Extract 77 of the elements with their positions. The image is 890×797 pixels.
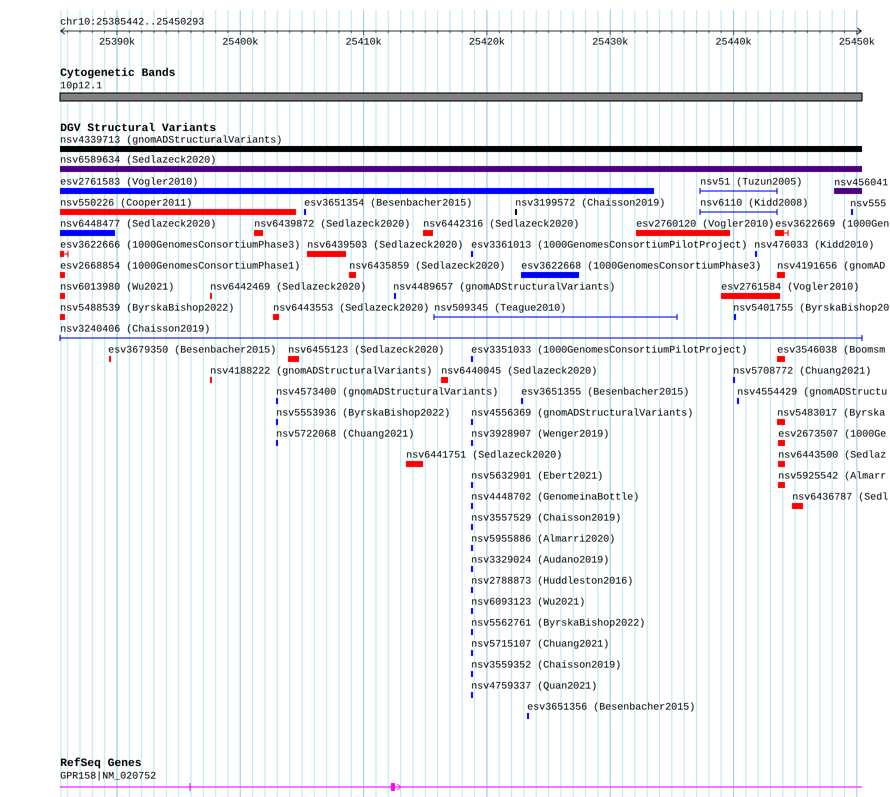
tick-label: 25450k — [840, 37, 874, 45]
variant-label: nsv6448477 (Sedlazeck2020) — [61, 219, 215, 229]
variant-label: nsv6455123 (Sedlazeck2020) — [289, 345, 443, 355]
variant-label: esv2760120 (Vogler2010) — [636, 219, 773, 229]
variant-label: esv3546038 (Boomsm — [778, 345, 885, 355]
variant-label: nsv6443553 (Sedlazeck2020) — [274, 303, 428, 313]
variant-label: nsv3557529 (Chaisson2019) — [472, 513, 620, 523]
variant-label: esv2761583 (Vogler2010) — [60, 177, 197, 187]
variant-label: nsv509345 (Teague2010) — [435, 303, 565, 313]
tick-label: 25390k — [100, 37, 134, 45]
variant-label: nsv2788873 (Huddleston2016) — [472, 576, 632, 586]
tick-label: 25430k — [592, 37, 628, 45]
variant-label: nsv5925542 (Almarr — [779, 471, 886, 481]
variant-label: nsv3928907 (Wenger2019) — [472, 429, 608, 439]
variant-label: esv3651356 (Besenbacher2015) — [528, 702, 694, 712]
variant-label: nsv550226 (Cooper2011) — [61, 198, 191, 208]
variant-label: nsv6435859 (Sedlazeck2020) — [350, 261, 504, 271]
gene-label: GPR158|NM_020752 — [60, 771, 156, 781]
variant-label: nsv5632901 (Ebert2021) — [472, 471, 602, 481]
variant-label: esv3351033 (1000GenomesConsortiumPilotProject) — [472, 345, 746, 355]
band-label: 10p12.1 — [60, 82, 102, 90]
variant-label: esv3622666 (1000GenomesConsortiumPhase3) — [60, 240, 299, 250]
tick-label: 25410k — [346, 37, 382, 45]
variant-label: nsv4759337 (Quan2021) — [472, 681, 596, 691]
variant-label: nsv4448702 (GenomeinaBottle) — [472, 492, 638, 502]
tick-label: 25440k — [716, 37, 751, 45]
variant-label: nsv5955886 (Almarri2020) — [472, 534, 614, 544]
variant-label: nsv6443500 (Sedlaz — [779, 450, 886, 460]
variant-label: nsv5401755 (ByrskaBishop20 — [734, 303, 889, 313]
variant-label: nsv5553936 (ByrskaBishop2022) — [277, 408, 449, 418]
variant-label: nsv5483017 (Byrska — [778, 408, 885, 418]
variant-label: nsv5722068 (Chuang2021) — [277, 429, 413, 439]
variant-label: nsv476033 (Kidd2010) — [755, 240, 873, 250]
variant-label: nsv555 — [851, 200, 886, 206]
variant-label: esv3622669 (1000Gen — [776, 219, 888, 229]
tick-label: 25400k — [223, 37, 258, 45]
variant-label: nsv51 (Tuzun2005) — [701, 177, 801, 187]
variant-label: esv3651354 (Besenbacher2015) — [304, 198, 471, 208]
variant-label: nsv4191656 (gnomAD — [778, 261, 885, 271]
track-title: Cytogenetic Bands — [60, 68, 175, 78]
track-title: RefSeq Genes — [60, 758, 141, 768]
variant-label: nsv6442469 (Sedlazeck2020) — [211, 282, 365, 292]
variant-label: nsv6440045 (Sedlazeck2020) — [442, 366, 596, 376]
variant-label: nsv4573400 (gnomADStructuralVariants) — [277, 387, 497, 397]
variant-label: esv2761584 (Vogler2010) — [722, 282, 858, 292]
variant-label: nsv6439503 (Sedlazeck2020) — [308, 240, 462, 250]
variant-label: nsv4554429 (gnomADStructu — [738, 387, 886, 397]
variant-label: esv2673507 (1000Ge — [778, 429, 886, 439]
variant-label: nsv3329024 (Audano2019) — [472, 555, 608, 565]
variant-label: nsv6439872 (Sedlazeck2020) — [255, 219, 409, 229]
variant-label: nsv5715107 (Chuang2021) — [472, 639, 608, 649]
variant-label: nsv6589634 (Sedlazeck2020) — [61, 155, 215, 165]
variant-label: esv3679350 (Besenbacher2015) — [108, 345, 275, 355]
variant-label: nsv3199572 (Chaisson2019) — [516, 198, 664, 208]
variant-label: esv3361013 (1000GenomesConsortiumPilotProject) — [472, 240, 746, 250]
variant-label: esv2668854 (1000GenomesConsortiumPhase1) — [60, 261, 299, 271]
tick-label: 25420k — [470, 37, 504, 45]
variant-label: esv3622668 (1000GenomesConsortiumPhase3) — [522, 261, 760, 271]
variant-label: nsv6436787 (Sedl — [793, 492, 888, 502]
variant-label: nsv6110 (Kidd2008) — [701, 198, 807, 208]
variant-label: nsv5488539 (ByrskaBishop2022) — [61, 303, 233, 313]
variant-label: nsv456041 — [835, 178, 888, 186]
track-title: DGV Structural Variants — [60, 122, 216, 132]
position-label: chr10:25385442..25450293 — [60, 17, 204, 25]
variant-label: nsv4489657 (gnomADStructuralVariants) — [394, 282, 614, 292]
variant-label: nsv4339713 (gnomADStructuralVariants) — [61, 135, 281, 145]
variant-label: nsv3559352 (Chaisson2019) — [472, 660, 620, 670]
variant-label: nsv3240406 (Chaisson2019) — [61, 324, 209, 334]
variant-label: nsv6442316 (Sedlazeck2020) — [424, 219, 578, 229]
variant-label: nsv5708772 (Chuang2021) — [734, 366, 870, 376]
variant-label: nsv4188222 (gnomADStructuralVariants) — [211, 366, 431, 376]
variant-label: nsv6441751 (Sedlazeck2020) — [407, 450, 561, 460]
variant-label: nsv6093123 (Wu2021) — [472, 597, 584, 607]
variant-label: nsv4556369 (gnomADStructuralVariants) — [472, 408, 692, 418]
variant-label: nsv5562761 (ByrskaBishop2022) — [472, 618, 644, 628]
variant-label: esv3651355 (Besenbacher2015) — [522, 387, 688, 397]
variant-label: nsv6013980 (Wu2021) — [61, 282, 173, 292]
